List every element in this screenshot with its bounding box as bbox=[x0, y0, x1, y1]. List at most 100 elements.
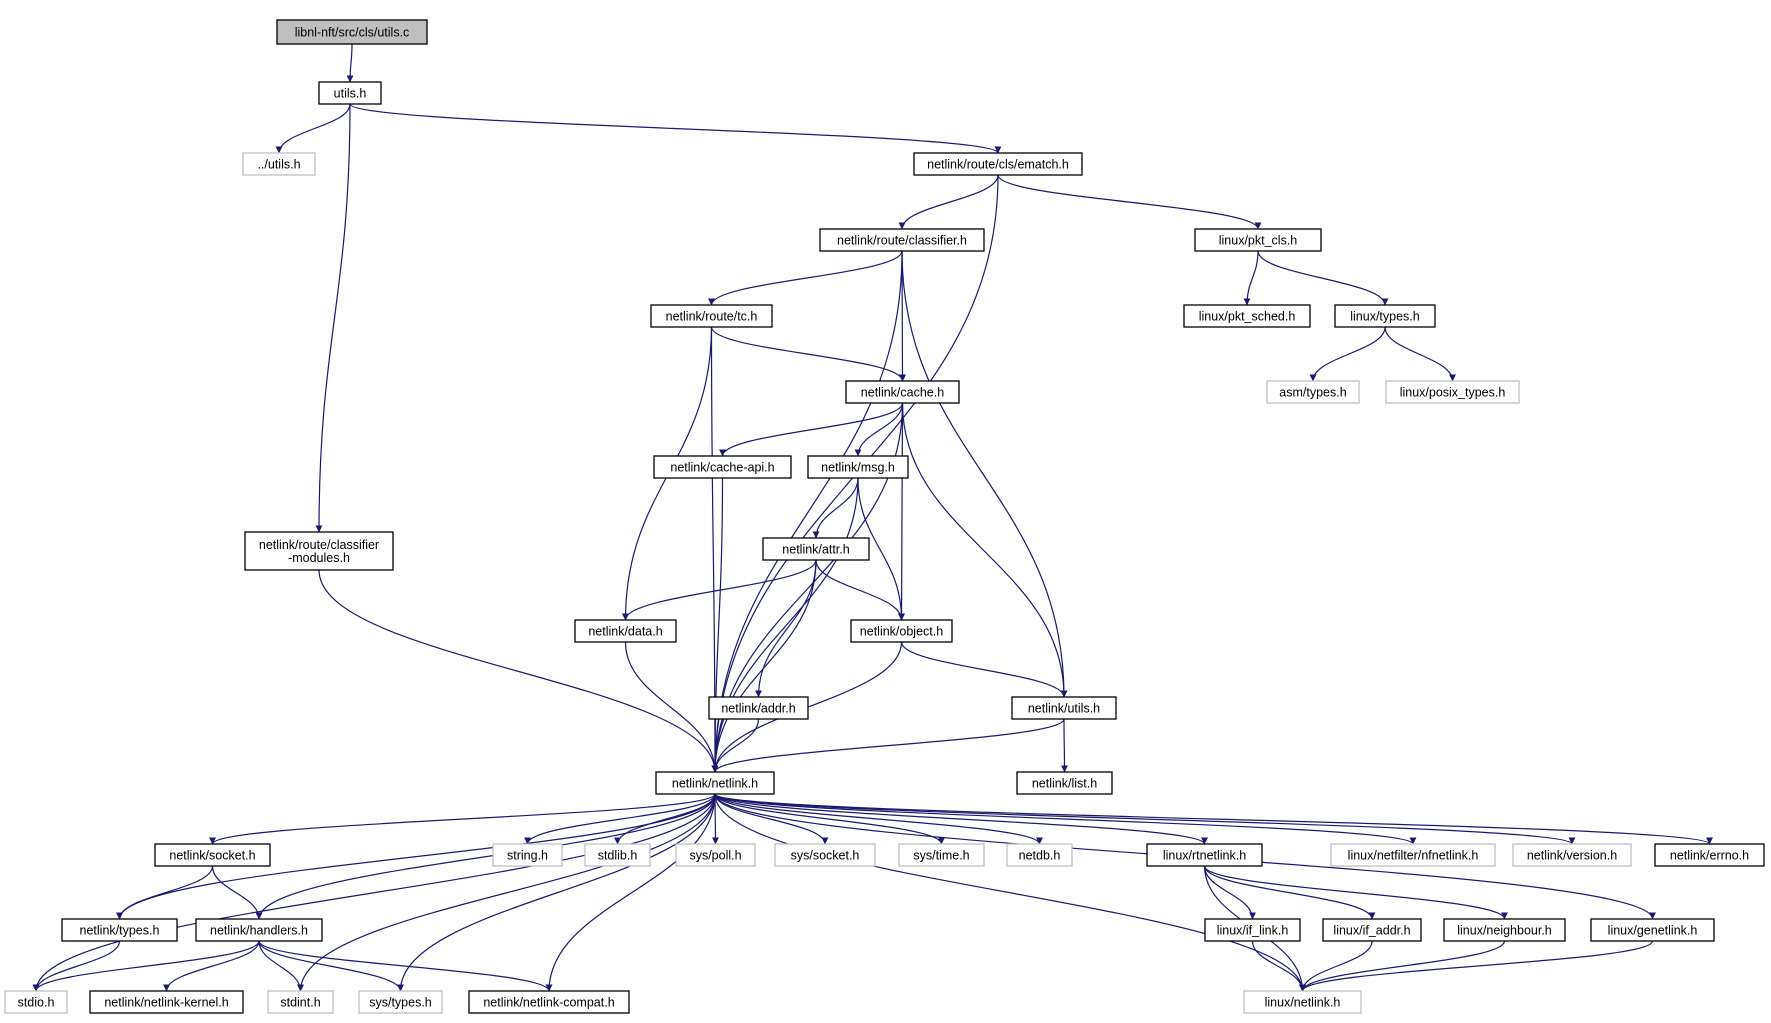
node-addr-h[interactable]: netlink/addr.h bbox=[708, 696, 809, 720]
node-pkt-sched-h[interactable]: linux/pkt_sched.h bbox=[1183, 304, 1311, 328]
node-box[interactable] bbox=[195, 918, 323, 942]
node-socket-h[interactable]: netlink/socket.h bbox=[154, 843, 271, 867]
node-object-h[interactable]: netlink/object.h bbox=[850, 619, 953, 643]
node-msg-h[interactable]: netlink/msg.h bbox=[807, 455, 909, 479]
node-classifier-h[interactable]: netlink/route/classifier.h bbox=[819, 228, 985, 252]
node-box[interactable] bbox=[574, 619, 677, 643]
node-label: netlink/errno.h bbox=[1670, 849, 1749, 863]
node-box[interactable] bbox=[1443, 918, 1566, 942]
node-box[interactable] bbox=[468, 990, 630, 1014]
edge-netlink_h-to-netlink_compat_h bbox=[545, 793, 716, 992]
node-box[interactable] bbox=[318, 81, 382, 105]
node-sys-types-h: sys/types.h bbox=[358, 990, 443, 1014]
node-box[interactable] bbox=[1654, 843, 1765, 867]
edge-attr_h-to-addr_h bbox=[755, 559, 817, 698]
node-nl-utils-h[interactable]: netlink/utils.h bbox=[1011, 696, 1117, 720]
node-box[interactable] bbox=[655, 771, 775, 795]
node-label: linux/pkt_sched.h bbox=[1199, 310, 1296, 324]
node-classifier-modules-h[interactable]: netlink/route/classifier-modules.h bbox=[244, 531, 394, 571]
node-label: netlink/msg.h bbox=[821, 461, 895, 475]
node-box[interactable] bbox=[1334, 304, 1436, 328]
node-if-addr-h[interactable]: linux/if_addr.h bbox=[1322, 918, 1422, 942]
node-box bbox=[267, 990, 334, 1014]
node-box[interactable] bbox=[1016, 771, 1113, 795]
node-label: stdio.h bbox=[18, 996, 55, 1010]
node-box[interactable] bbox=[276, 19, 428, 45]
node-sys-socket-h: sys/socket.h bbox=[774, 843, 876, 867]
node-box[interactable] bbox=[154, 843, 271, 867]
node-box[interactable] bbox=[61, 918, 178, 942]
node-if-link-h[interactable]: linux/if_link.h bbox=[1204, 918, 1301, 942]
node-label: netlink/netlink-compat.h bbox=[483, 996, 614, 1010]
node-handlers-h[interactable]: netlink/handlers.h bbox=[195, 918, 323, 942]
node-box[interactable] bbox=[807, 455, 909, 479]
node-genetlink-h[interactable]: linux/genetlink.h bbox=[1590, 918, 1715, 942]
node-box bbox=[1385, 380, 1520, 404]
edge-msg_h-to-attr_h bbox=[812, 477, 859, 539]
node-label: string.h bbox=[507, 849, 548, 863]
node-cache-api-h[interactable]: netlink/cache-api.h bbox=[653, 455, 792, 479]
node-netlink-h[interactable]: netlink/netlink.h bbox=[655, 771, 775, 795]
node-box[interactable] bbox=[1183, 304, 1311, 328]
edge-socket_h-to-nl_types_h bbox=[116, 865, 214, 920]
node-box[interactable] bbox=[819, 228, 985, 252]
node-label: netlink/object.h bbox=[860, 625, 943, 639]
node-box[interactable] bbox=[1204, 918, 1301, 942]
edge-classifier_h-to-netlink_h bbox=[711, 250, 903, 773]
edge-netlink_h-to-socket_h bbox=[209, 793, 716, 845]
node-neighbour-h[interactable]: linux/neighbour.h bbox=[1443, 918, 1566, 942]
node-box[interactable] bbox=[762, 537, 870, 561]
node-nl-types-h[interactable]: netlink/types.h bbox=[61, 918, 178, 942]
node-tc-h[interactable]: netlink/route/tc.h bbox=[650, 304, 773, 328]
node-data-h[interactable]: netlink/data.h bbox=[574, 619, 677, 643]
node-box bbox=[1266, 380, 1360, 404]
node-ematch-h[interactable]: netlink/route/cls/ematch.h bbox=[913, 152, 1083, 176]
edge-rtnetlink_h-to-if_link_h bbox=[1203, 865, 1256, 920]
node-rtnetlink-h[interactable]: linux/rtnetlink.h bbox=[1146, 843, 1263, 867]
edge-classifier_h-to-nl_utils_h bbox=[901, 250, 1068, 698]
edge-cache_api_h-to-netlink_h bbox=[711, 477, 724, 773]
node-box[interactable] bbox=[1590, 918, 1715, 942]
node-label: linux/posix_types.h bbox=[1400, 386, 1506, 400]
node-list-h[interactable]: netlink/list.h bbox=[1016, 771, 1113, 795]
node-box[interactable] bbox=[913, 152, 1083, 176]
edge-handlers_h-to-netlink_kernel_h bbox=[163, 940, 260, 992]
node-pkt-cls-h[interactable]: linux/pkt_cls.h bbox=[1194, 228, 1322, 252]
node-box[interactable] bbox=[89, 990, 244, 1014]
node-label: stdint.h bbox=[280, 996, 320, 1010]
node-box[interactable] bbox=[708, 696, 809, 720]
node-label: netlink/data.h bbox=[588, 625, 662, 639]
node-utils-h[interactable]: utils.h bbox=[318, 81, 382, 105]
node-box[interactable] bbox=[1146, 843, 1263, 867]
node-box[interactable] bbox=[845, 380, 960, 404]
node-box[interactable] bbox=[850, 619, 953, 643]
node-box[interactable] bbox=[1194, 228, 1322, 252]
edge-attr_h-to-data_h bbox=[622, 559, 817, 621]
node-label: netlink/version.h bbox=[1527, 849, 1617, 863]
edge-netlink_h-to-poll_h bbox=[711, 793, 719, 845]
node-box[interactable] bbox=[653, 455, 792, 479]
node-label: netlink/addr.h bbox=[721, 702, 795, 716]
edge-netlink_h-to-linux_netlink_h bbox=[714, 793, 1306, 992]
node-netlink-kernel-h[interactable]: netlink/netlink-kernel.h bbox=[89, 990, 244, 1014]
node-box bbox=[1243, 990, 1362, 1014]
node-errno-h[interactable]: netlink/errno.h bbox=[1654, 843, 1765, 867]
node-label: netlink/cache-api.h bbox=[670, 461, 774, 475]
edge-ematch_h-to-classifier_h bbox=[898, 174, 999, 230]
node-box[interactable] bbox=[1322, 918, 1422, 942]
node-box[interactable] bbox=[650, 304, 773, 328]
node-stdlib-h: stdlib.h bbox=[584, 843, 651, 867]
node-stdint-h: stdint.h bbox=[267, 990, 334, 1014]
node-attr-h[interactable]: netlink/attr.h bbox=[762, 537, 870, 561]
edge-handlers_h-to-netlink_compat_h bbox=[258, 940, 553, 992]
node-label: stdlib.h bbox=[598, 849, 638, 863]
node-box[interactable] bbox=[244, 531, 394, 571]
node-cache-h[interactable]: netlink/cache.h bbox=[845, 380, 960, 404]
node-label: netlink/route/tc.h bbox=[666, 310, 758, 324]
node-netlink-compat-h[interactable]: netlink/netlink-compat.h bbox=[468, 990, 630, 1014]
edge-msg_h-to-object_h bbox=[857, 477, 905, 621]
node-box[interactable] bbox=[1011, 696, 1117, 720]
node-root[interactable]: libnl-nft/src/cls/utils.c bbox=[276, 19, 428, 45]
node-linux-types-h[interactable]: linux/types.h bbox=[1334, 304, 1436, 328]
node-label: netdb.h bbox=[1019, 849, 1061, 863]
